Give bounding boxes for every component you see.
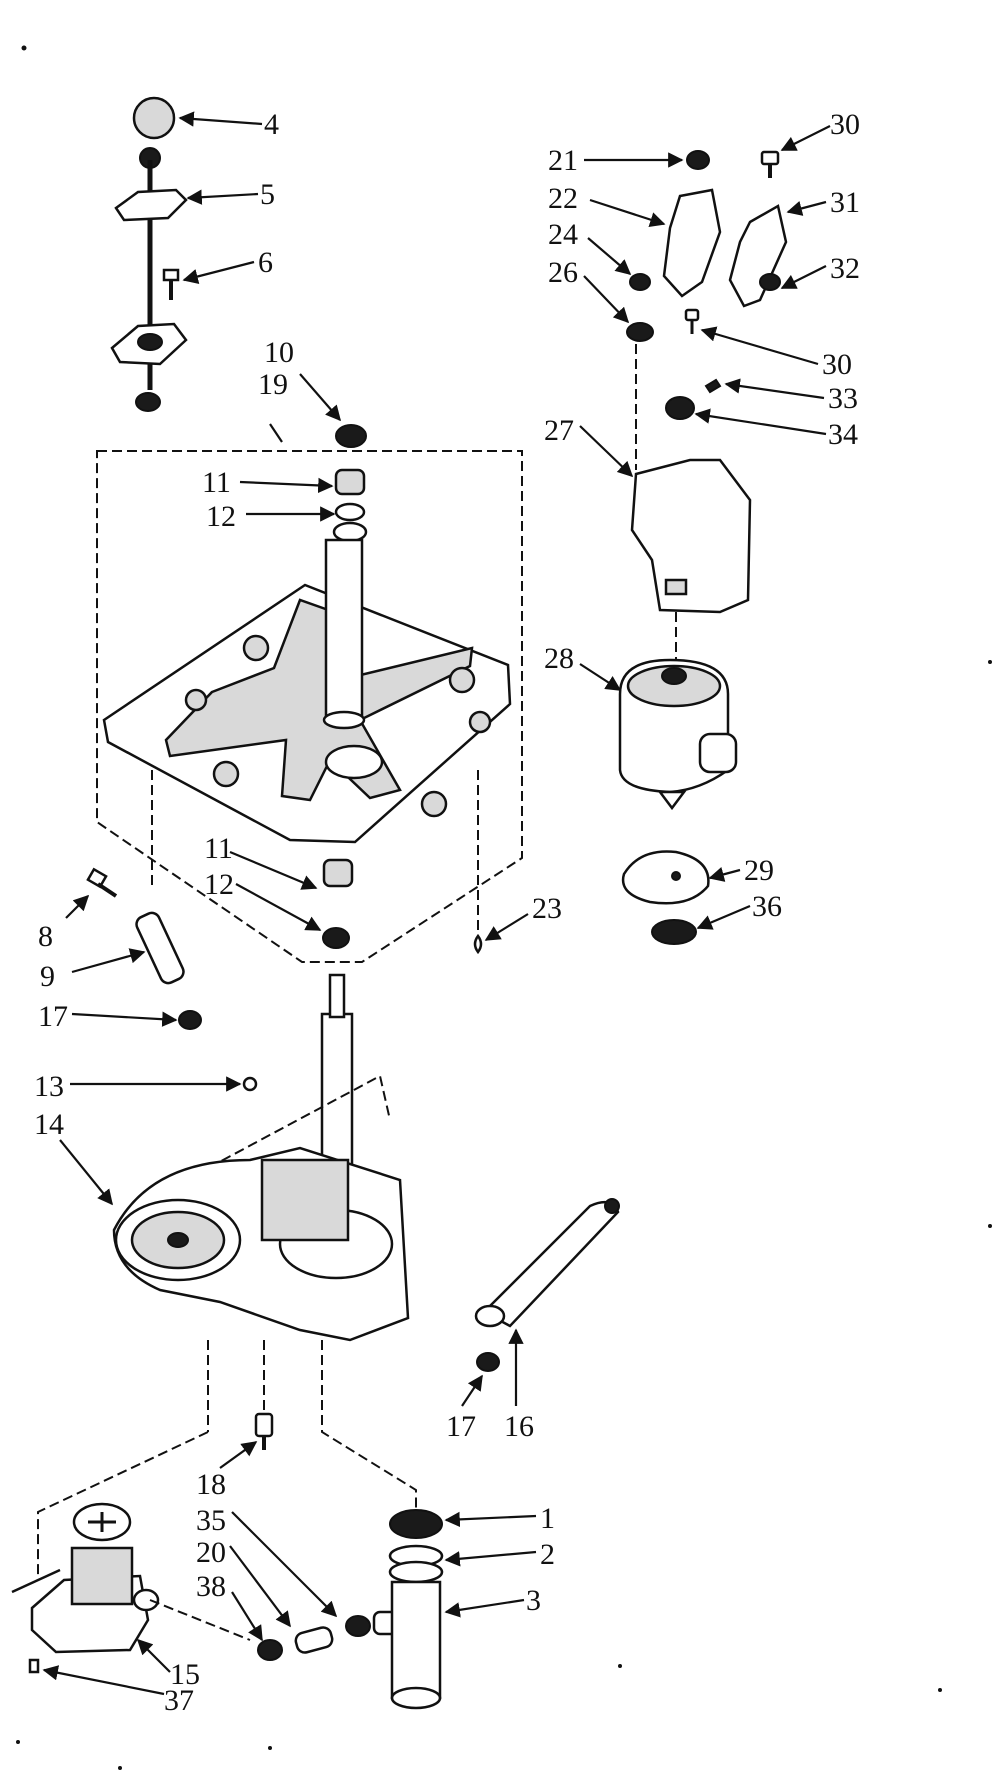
callout-27: 27: [544, 414, 574, 447]
part-11-bearing-bottom: [322, 858, 354, 888]
callout-24: 24: [548, 218, 578, 251]
part-31-bracket: [728, 204, 788, 308]
callout-12-bottom: 12: [204, 868, 234, 901]
part-24-nut: [629, 273, 651, 291]
callout-21: 21: [548, 144, 578, 177]
callout-33: 33: [828, 382, 858, 415]
part-26-washer: [626, 322, 654, 342]
callout-20: 20: [196, 1536, 226, 1569]
leader-lines: [42, 111, 831, 1696]
part-34-grommet: [665, 396, 695, 420]
callout-12-top: 12: [206, 500, 236, 533]
callout-9-label: 9: [40, 960, 55, 993]
callout-29: 29: [744, 854, 774, 887]
callout-2: 2: [540, 1538, 555, 1571]
part-15-pump: [11, 1502, 160, 1654]
part-11-bearing-top: [334, 468, 366, 496]
part-17-nut-left: [178, 1010, 202, 1030]
callout-23: 23: [532, 892, 562, 925]
callout-8: 8: [38, 920, 53, 953]
part-9-bracket: [135, 911, 185, 985]
part-8-bolt: [86, 867, 118, 898]
part-29-plate: [621, 850, 710, 905]
part-4-knob: [132, 96, 176, 140]
part-33-clip: [704, 378, 722, 394]
callout-1-label: 1: [540, 1502, 555, 1535]
callout-22: 22: [548, 182, 578, 215]
part-20-connector: [294, 1626, 334, 1654]
scan-specks: [16, 45, 992, 1770]
callout-36: 36: [752, 890, 782, 923]
callout-19: 19: [258, 368, 288, 401]
part-38-clamp: [257, 1639, 283, 1661]
part-21-nut: [686, 150, 710, 170]
base-plate-assembly: [102, 538, 512, 844]
part-35-clamp: [345, 1615, 371, 1637]
callout-35: 35: [196, 1504, 226, 1537]
part-30-screw-bottom: [684, 308, 700, 334]
part-6-screw: [162, 268, 180, 300]
callout-10: 10: [264, 336, 294, 369]
callout-28: 28: [544, 642, 574, 675]
part-14-transmission-assembly: [112, 1074, 410, 1342]
part-10-seal: [335, 424, 367, 448]
callout-16: 16: [504, 1410, 534, 1443]
dashed-alignment-lines: [37, 344, 677, 1641]
part-30-screw-top: [760, 150, 780, 178]
callout-11-top: 11: [202, 466, 231, 499]
part-12-washer-top: [334, 502, 366, 522]
callout-11-bottom: 11: [204, 832, 233, 865]
callout-17-left: 17: [38, 1000, 68, 1033]
part-18-bolt: [254, 1412, 274, 1450]
part-12-washer-bottom: [322, 927, 350, 949]
part-13-washer: [242, 1076, 258, 1092]
callout-30-bottom: 30: [822, 348, 852, 381]
callout-17-right: 17: [446, 1410, 476, 1443]
callout-32: 32: [830, 252, 860, 285]
part-28-motor: [618, 658, 738, 811]
part-27-motor-shield: [630, 458, 752, 614]
callout-labels: 4 5 6 10 19 11 12 11 12 23 8 9 9 17 13 1…: [34, 108, 860, 1717]
callout-6: 6: [258, 246, 273, 279]
part-23-pin: [473, 933, 483, 955]
callout-13: 13: [34, 1070, 64, 1103]
callout-30-top: 30: [830, 108, 860, 141]
callout-4: 4: [264, 108, 279, 141]
part-36-clip: [651, 919, 697, 945]
callout-14: 14: [34, 1108, 64, 1141]
callout-5: 5: [260, 178, 275, 211]
part-37-drain-plug: [28, 1658, 40, 1674]
callout-37: 37: [164, 1684, 194, 1717]
part-22-bracket: [662, 188, 722, 298]
callout-38: 38: [196, 1570, 226, 1603]
callout-3: 3: [526, 1584, 541, 1617]
part-2-ring: [388, 1544, 444, 1584]
part-1-cap: [389, 1509, 443, 1539]
callout-18: 18: [196, 1468, 226, 1501]
callout-26: 26: [548, 256, 578, 289]
part-17-nut-right: [476, 1352, 500, 1372]
callout-31: 31: [830, 186, 860, 219]
part-32-nut: [759, 273, 781, 291]
assembly-19-dashed-box: [96, 450, 523, 963]
part-3-tube: [390, 1580, 442, 1710]
callout-15: 15: [170, 1658, 200, 1691]
part-5-rod-assembly: [110, 147, 188, 412]
callout-34: 34: [828, 418, 858, 451]
part-16-arm: [481, 1200, 620, 1328]
